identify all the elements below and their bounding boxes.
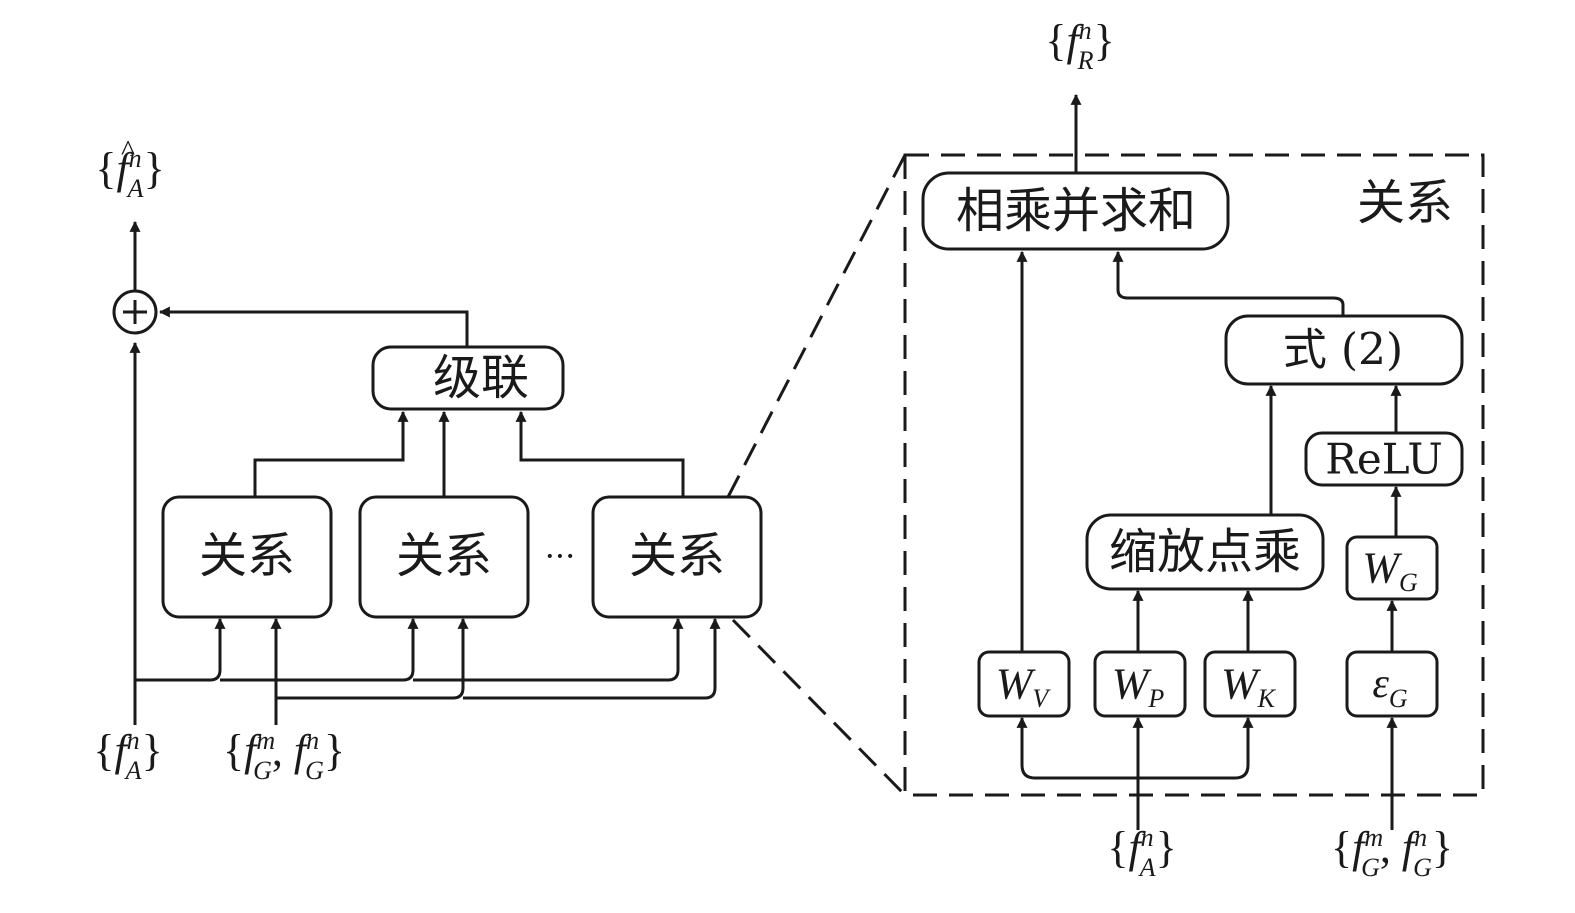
fa-bus-3 — [413, 617, 684, 682]
formula-box: 式 (2) — [1224, 314, 1464, 386]
eg-box: εG — [1345, 650, 1439, 718]
relation-detail-panel — [903, 153, 1485, 797]
relation-label-3: 关系 — [629, 528, 725, 584]
concat-box: 级联 — [371, 345, 565, 411]
wg-box: WG — [1345, 535, 1439, 601]
scaled-dot-label: 缩放点乘 — [1109, 524, 1301, 580]
fa-bus-2 — [220, 617, 419, 682]
multiply-sum-label: 相乘并求和 — [956, 183, 1196, 239]
scaled-dot-box: 缩放点乘 — [1085, 513, 1325, 591]
multiply-sum-box: 相乘并求和 — [921, 171, 1230, 251]
fa-bus — [135, 617, 226, 682]
relation3-to-concat — [515, 410, 685, 497]
relu-label: ReLU — [1325, 435, 1442, 484]
hat-mark: ^ — [121, 134, 135, 167]
relation-label-1: 关系 — [199, 528, 295, 584]
wk-box: WK — [1203, 650, 1297, 718]
formula-label: 式 (2) — [1283, 325, 1403, 376]
concat-to-sum — [158, 306, 469, 347]
relation-label-2: 关系 — [396, 528, 492, 584]
wp-label: WP — [1112, 660, 1165, 713]
relation1-to-concat — [253, 410, 409, 497]
fg-bus-3 — [463, 617, 721, 700]
right-fa-to-wk — [1138, 716, 1254, 780]
zoom-line-top — [726, 154, 907, 498]
relation-box-1: 关系 — [161, 495, 333, 619]
panel-title: 关系 — [1357, 175, 1453, 231]
ellipsis: ··· — [545, 537, 576, 575]
zoom-line-bottom — [731, 618, 907, 797]
concat-label: 级联 — [433, 350, 529, 406]
sum-node — [112, 289, 158, 335]
relation-box-2: 关系 — [358, 495, 530, 619]
relu-box: ReLU — [1304, 431, 1464, 487]
fg-bus-2 — [276, 617, 469, 700]
wp-box: WP — [1093, 650, 1187, 718]
wv-box: WV — [977, 650, 1071, 718]
relation-box-3: 关系 — [591, 495, 763, 619]
right-fa-to-wv — [1016, 716, 1138, 780]
formula-to-sum — [1112, 250, 1345, 316]
